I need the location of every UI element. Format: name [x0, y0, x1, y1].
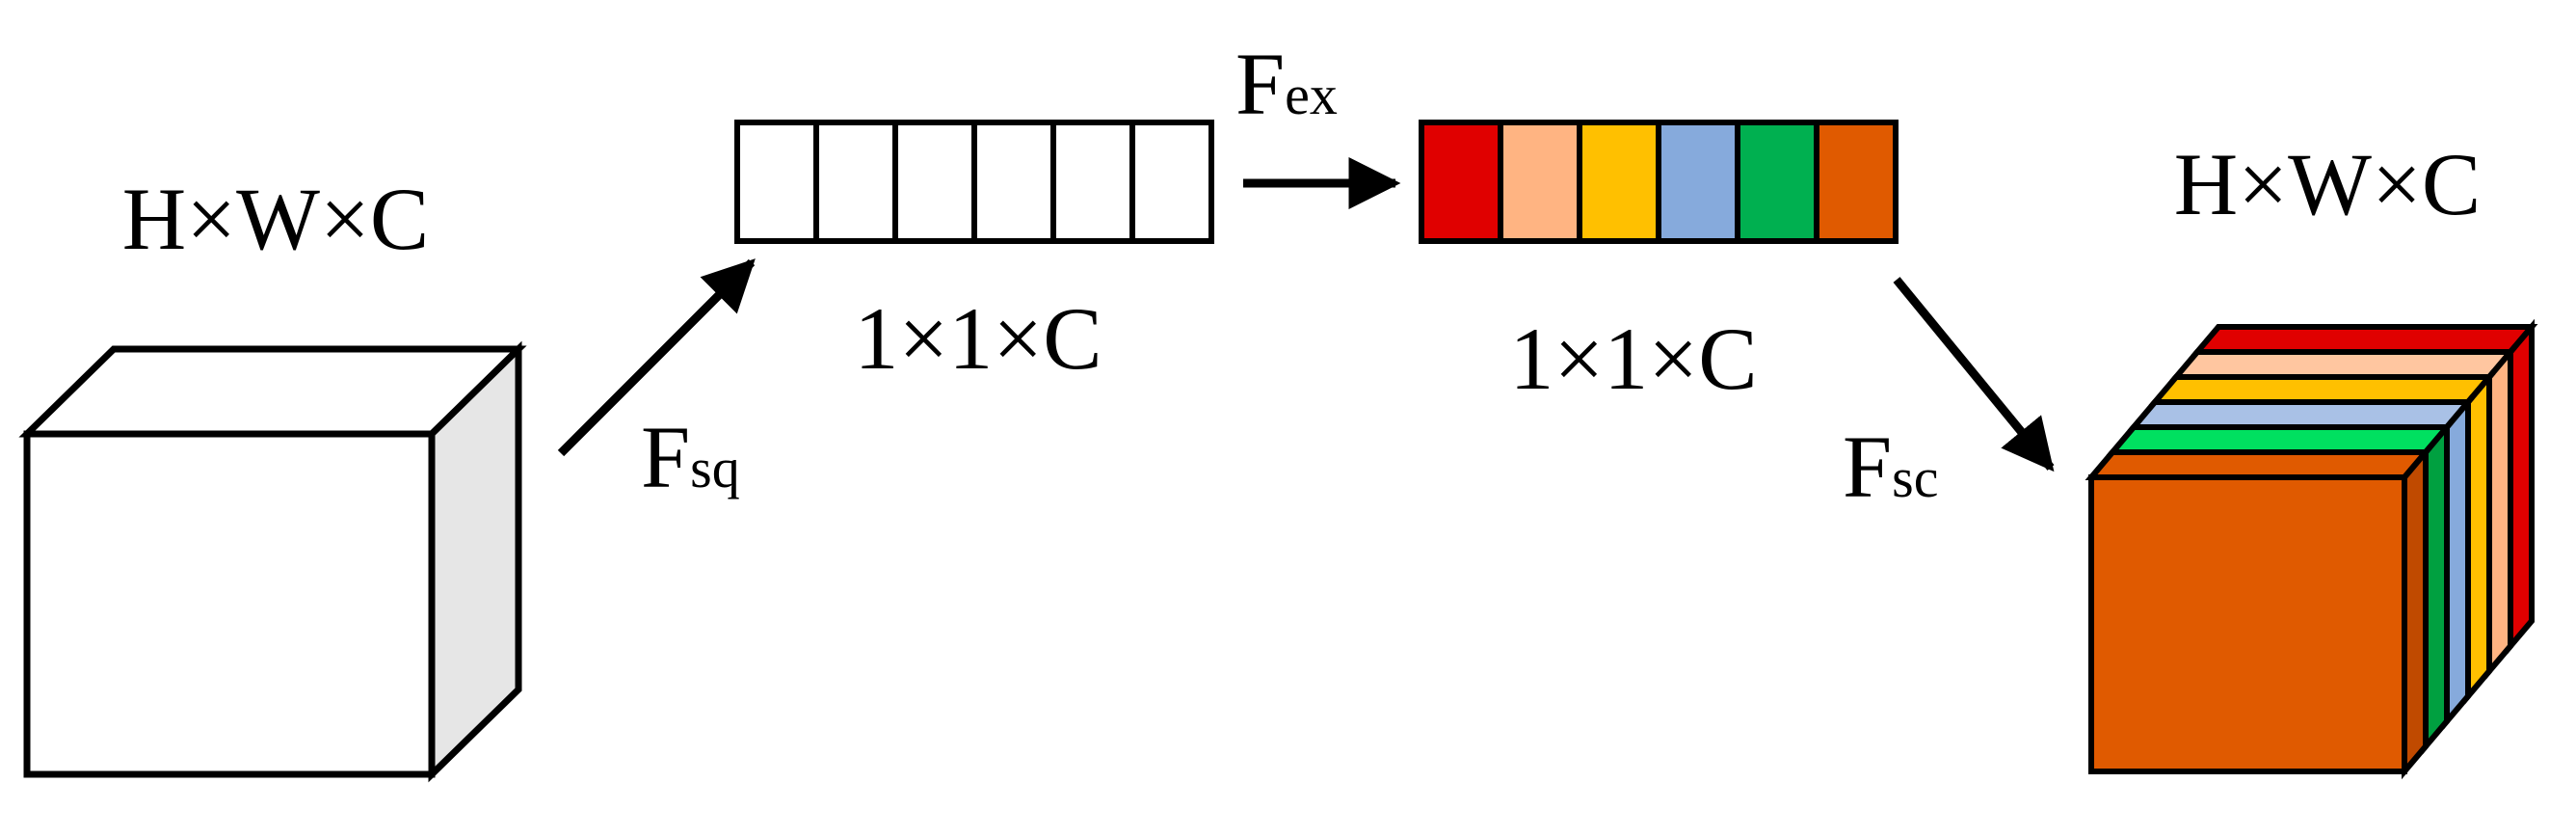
squeeze-cell — [1129, 120, 1214, 244]
squeeze-cell — [1050, 120, 1135, 244]
output-layer-top — [2191, 324, 2538, 355]
squeeze-op-label: Fsq — [641, 408, 740, 506]
excitation-cell — [1419, 120, 1503, 244]
squeeze-op-sub: sq — [690, 437, 740, 500]
excitation-op-sub: ex — [1285, 64, 1338, 126]
squeeze-op-main: F — [641, 408, 690, 506]
output-layer-top — [2106, 424, 2454, 455]
excitation-op-main: F — [1235, 35, 1285, 133]
squeeze-cell — [734, 120, 819, 244]
output-layer — [2085, 444, 2432, 780]
output-layer-top — [2127, 399, 2475, 430]
scale-op-main: F — [1843, 418, 1892, 516]
output-layer — [2169, 343, 2517, 680]
excitation-op-label: Fex — [1235, 35, 1338, 133]
scale-arrow — [1893, 277, 2055, 472]
output-layer-side — [2423, 418, 2450, 755]
output-layer-side — [2486, 343, 2513, 680]
excitation-cell — [1814, 120, 1899, 244]
squeeze-vector — [734, 120, 1214, 244]
output-layer-side — [2508, 318, 2535, 655]
input-cube-front — [23, 430, 436, 778]
output-layer — [2127, 393, 2475, 730]
output-layer-top — [2085, 449, 2432, 480]
excitation-cell — [1656, 120, 1740, 244]
excitation-vector — [1419, 120, 1899, 244]
scale-op-sub: sc — [1892, 446, 1938, 509]
output-cube-stack — [2085, 318, 2538, 780]
squeeze-arrow — [557, 258, 756, 457]
output-layer-front — [2088, 474, 2407, 774]
excitation-cell — [1498, 120, 1582, 244]
squeeze-cell — [892, 120, 977, 244]
squeeze-cell — [971, 120, 1056, 244]
scale-op-label: Fsc — [1843, 418, 1939, 516]
squeeze-cell — [813, 120, 898, 244]
input-cube — [18, 340, 527, 783]
output-layer-side — [2444, 393, 2471, 730]
excitation-output-label: 1×1×C — [1509, 310, 1757, 408]
output-dims-label: H×W×C — [2174, 135, 2481, 233]
squeeze-output-label: 1×1×C — [854, 289, 1102, 388]
output-layer-side — [2402, 444, 2429, 780]
output-layer — [2106, 418, 2454, 755]
excitation-cell — [1577, 120, 1661, 244]
excitation-cell — [1735, 120, 1819, 244]
input-dims-label: H×W×C — [122, 170, 429, 268]
output-layer-top — [2148, 374, 2496, 405]
output-layer-top — [2169, 349, 2517, 380]
output-layer-side — [2465, 368, 2492, 705]
